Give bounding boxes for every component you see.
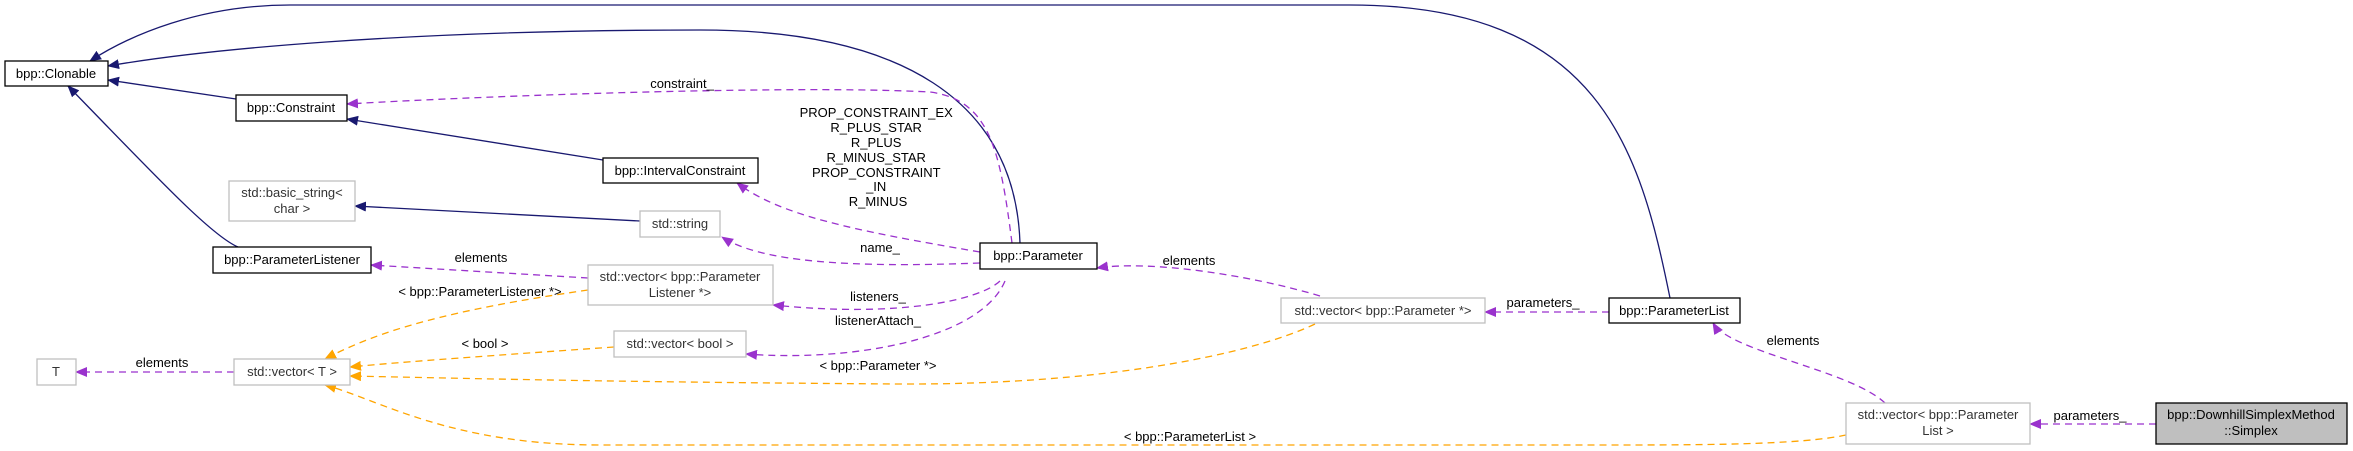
node-clonable[interactable]: bpp::Clonable (4, 60, 109, 87)
node-label: std::basic_string<char > (241, 185, 343, 216)
node-label: bpp::ParameterList (1619, 303, 1729, 318)
edge-intervalconstraint-inherits-constraint (346, 115, 604, 161)
node-parameter[interactable]: bpp::Parameter (979, 242, 1098, 270)
edge-label-parameter-template: < bpp::Parameter *> (819, 358, 936, 373)
node-simplex[interactable]: bpp::DownhillSimplexMethod::Simplex (2155, 402, 2348, 445)
edge-label-parameterlist-elements: elements (1767, 333, 1820, 348)
edge-label-parameter-elements: elements (1163, 253, 1216, 268)
node-label: T (52, 364, 60, 379)
node-constraint[interactable]: bpp::Constraint (235, 94, 348, 122)
edge-parameter-string (721, 236, 981, 266)
node-label: bpp::ParameterListener (224, 252, 361, 267)
edge-label-bool-template: < bool > (462, 336, 509, 351)
edge-vectorparameter-parameter (1096, 261, 1321, 297)
node-parameter-list[interactable]: bpp::ParameterList (1608, 297, 1741, 324)
node-label: std::string (652, 216, 708, 231)
node-vector-parameter[interactable]: std::vector< bpp::Parameter *> (1280, 297, 1486, 324)
edge-label-name: name_ (860, 240, 901, 255)
node-t[interactable]: T (36, 358, 77, 386)
edge-parameter-vectorbool (745, 280, 1006, 360)
edge-vectorbool-vectort (349, 346, 615, 371)
edge-label-parameters: parameters_ (1507, 295, 1581, 310)
edge-parameter-vectorlistener (772, 280, 1001, 312)
node-vector-t[interactable]: std::vector< T > (233, 358, 351, 386)
node-label: std::vector< T > (247, 364, 337, 379)
node-interval-constraint[interactable]: bpp::IntervalConstraint (602, 157, 759, 184)
node-label: std::vector< bool > (627, 336, 734, 351)
node-label: std::vector< bpp::Parameter *> (1294, 303, 1471, 318)
edge-label-interval-constants: PROP_CONSTRAINT_EX R_PLUS_STAR R_PLUS R_… (800, 105, 957, 209)
edge-vectorparameterlist-vectort (324, 383, 1847, 446)
edge-label-t-elements: elements (136, 355, 189, 370)
node-label: bpp::IntervalConstraint (615, 163, 746, 178)
edge-string-inherits-basicstring (354, 201, 641, 222)
edge-constraint-inherits-clonable (107, 76, 237, 100)
node-string[interactable]: std::string (639, 210, 721, 238)
edge-vectorlistener-parameterlistener (370, 260, 589, 279)
edge-parameterlistener-inherits-clonable (67, 85, 239, 248)
edge-label-listeners: listeners_ (850, 289, 906, 304)
node-label: bpp::Parameter (993, 248, 1083, 263)
edge-label-parameterlist-template: < bpp::ParameterList > (1124, 429, 1256, 444)
edge-parameterlist-inherits-clonable (89, 4, 1671, 299)
edge-label-listener-template: < bpp::ParameterListener *> (398, 284, 561, 299)
edge-label-simplex-parameters: parameters_ (2054, 408, 2128, 423)
edge-label-listener-elements: elements (455, 250, 508, 265)
edge-vectorparameter-vectort (349, 323, 1316, 385)
node-basic-string[interactable]: std::basic_string<char > (228, 180, 356, 222)
node-parameter-listener[interactable]: bpp::ParameterListener (212, 246, 372, 274)
edge-parameter-constraint (346, 88, 1013, 244)
edge-vectorlistener-vectort (324, 289, 589, 360)
node-label: bpp::DownhillSimplexMethod::Simplex (2167, 407, 2335, 438)
edge-vectorparameterlist-parameterlist (1712, 322, 1886, 404)
node-label: bpp::Constraint (247, 100, 336, 115)
node-vector-bool[interactable]: std::vector< bool > (613, 330, 747, 358)
edge-parameter-inherits-clonable (107, 29, 1021, 244)
edge-parameter-intervalconstraint (736, 182, 981, 253)
edge-label-listener-attach: listenerAttach_ (835, 313, 922, 328)
edge-label-constraint: constraint_ (650, 76, 714, 91)
node-label: bpp::Clonable (16, 66, 96, 81)
